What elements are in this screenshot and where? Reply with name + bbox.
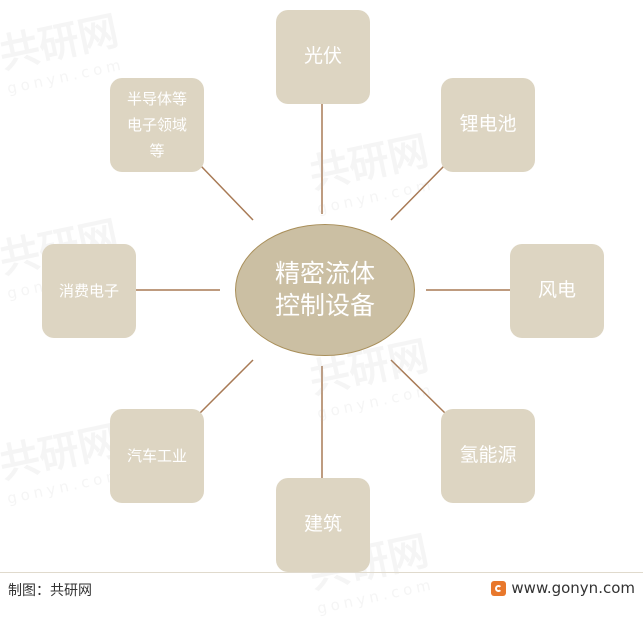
connector-top-right <box>390 164 446 221</box>
node-right: 风电 <box>510 244 604 338</box>
node-label: 光伏 <box>303 45 342 68</box>
node-bottom: 建筑 <box>276 478 370 572</box>
node-label: 建筑 <box>303 513 342 536</box>
node-label: 消费电子 <box>58 281 119 300</box>
connector-bottom-right <box>390 359 446 414</box>
node-bottom-right: 氢能源 <box>441 409 535 503</box>
node-label: 风电 <box>537 279 576 302</box>
connector-top-left <box>199 164 254 221</box>
source-credit: 制图：共研网 <box>8 583 92 599</box>
node-label: 锂电池 <box>459 113 517 136</box>
node-top-right: 锂电池 <box>441 78 535 172</box>
website-credit: www.gonyn.com <box>491 579 635 597</box>
node-left: 消费电子 <box>42 244 136 338</box>
node-top-left: 半导体等电子领域等 <box>110 78 204 172</box>
node-label: 半导体等电子领域等 <box>126 90 187 160</box>
node-bottom-left: 汽车工业 <box>110 409 204 503</box>
website-url: www.gonyn.com <box>511 579 635 597</box>
node-label: 汽车工业 <box>126 446 187 465</box>
node-label: 氢能源 <box>459 444 517 467</box>
center-label: 精密流体控制设备 <box>274 259 375 320</box>
footer-divider <box>0 572 643 573</box>
gonyn-logo-icon <box>491 580 507 596</box>
center-node: 精密流体控制设备 <box>235 224 415 356</box>
connector-bottom-left <box>199 359 254 414</box>
node-top: 光伏 <box>276 10 370 104</box>
